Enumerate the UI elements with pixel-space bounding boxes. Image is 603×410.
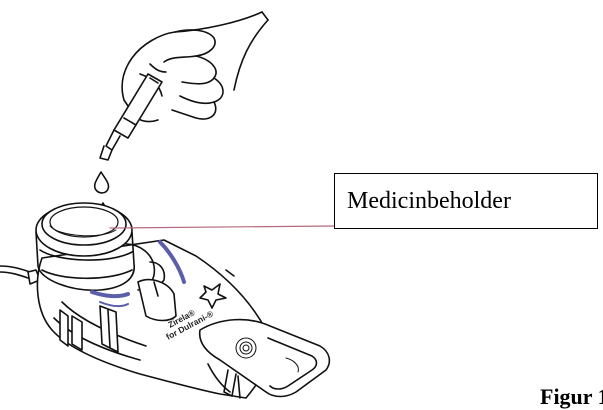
nebulizer-icon: Zirela® for Dulrani-® (0, 203, 329, 398)
callout-box: Medicinbeholder (334, 173, 598, 229)
figure-caption: Figur 1 (540, 384, 603, 410)
callout-label: Medicinbeholder (335, 188, 511, 215)
droplet-icon (95, 172, 109, 193)
ampoule-icon (100, 74, 162, 160)
leader-line (110, 226, 334, 228)
